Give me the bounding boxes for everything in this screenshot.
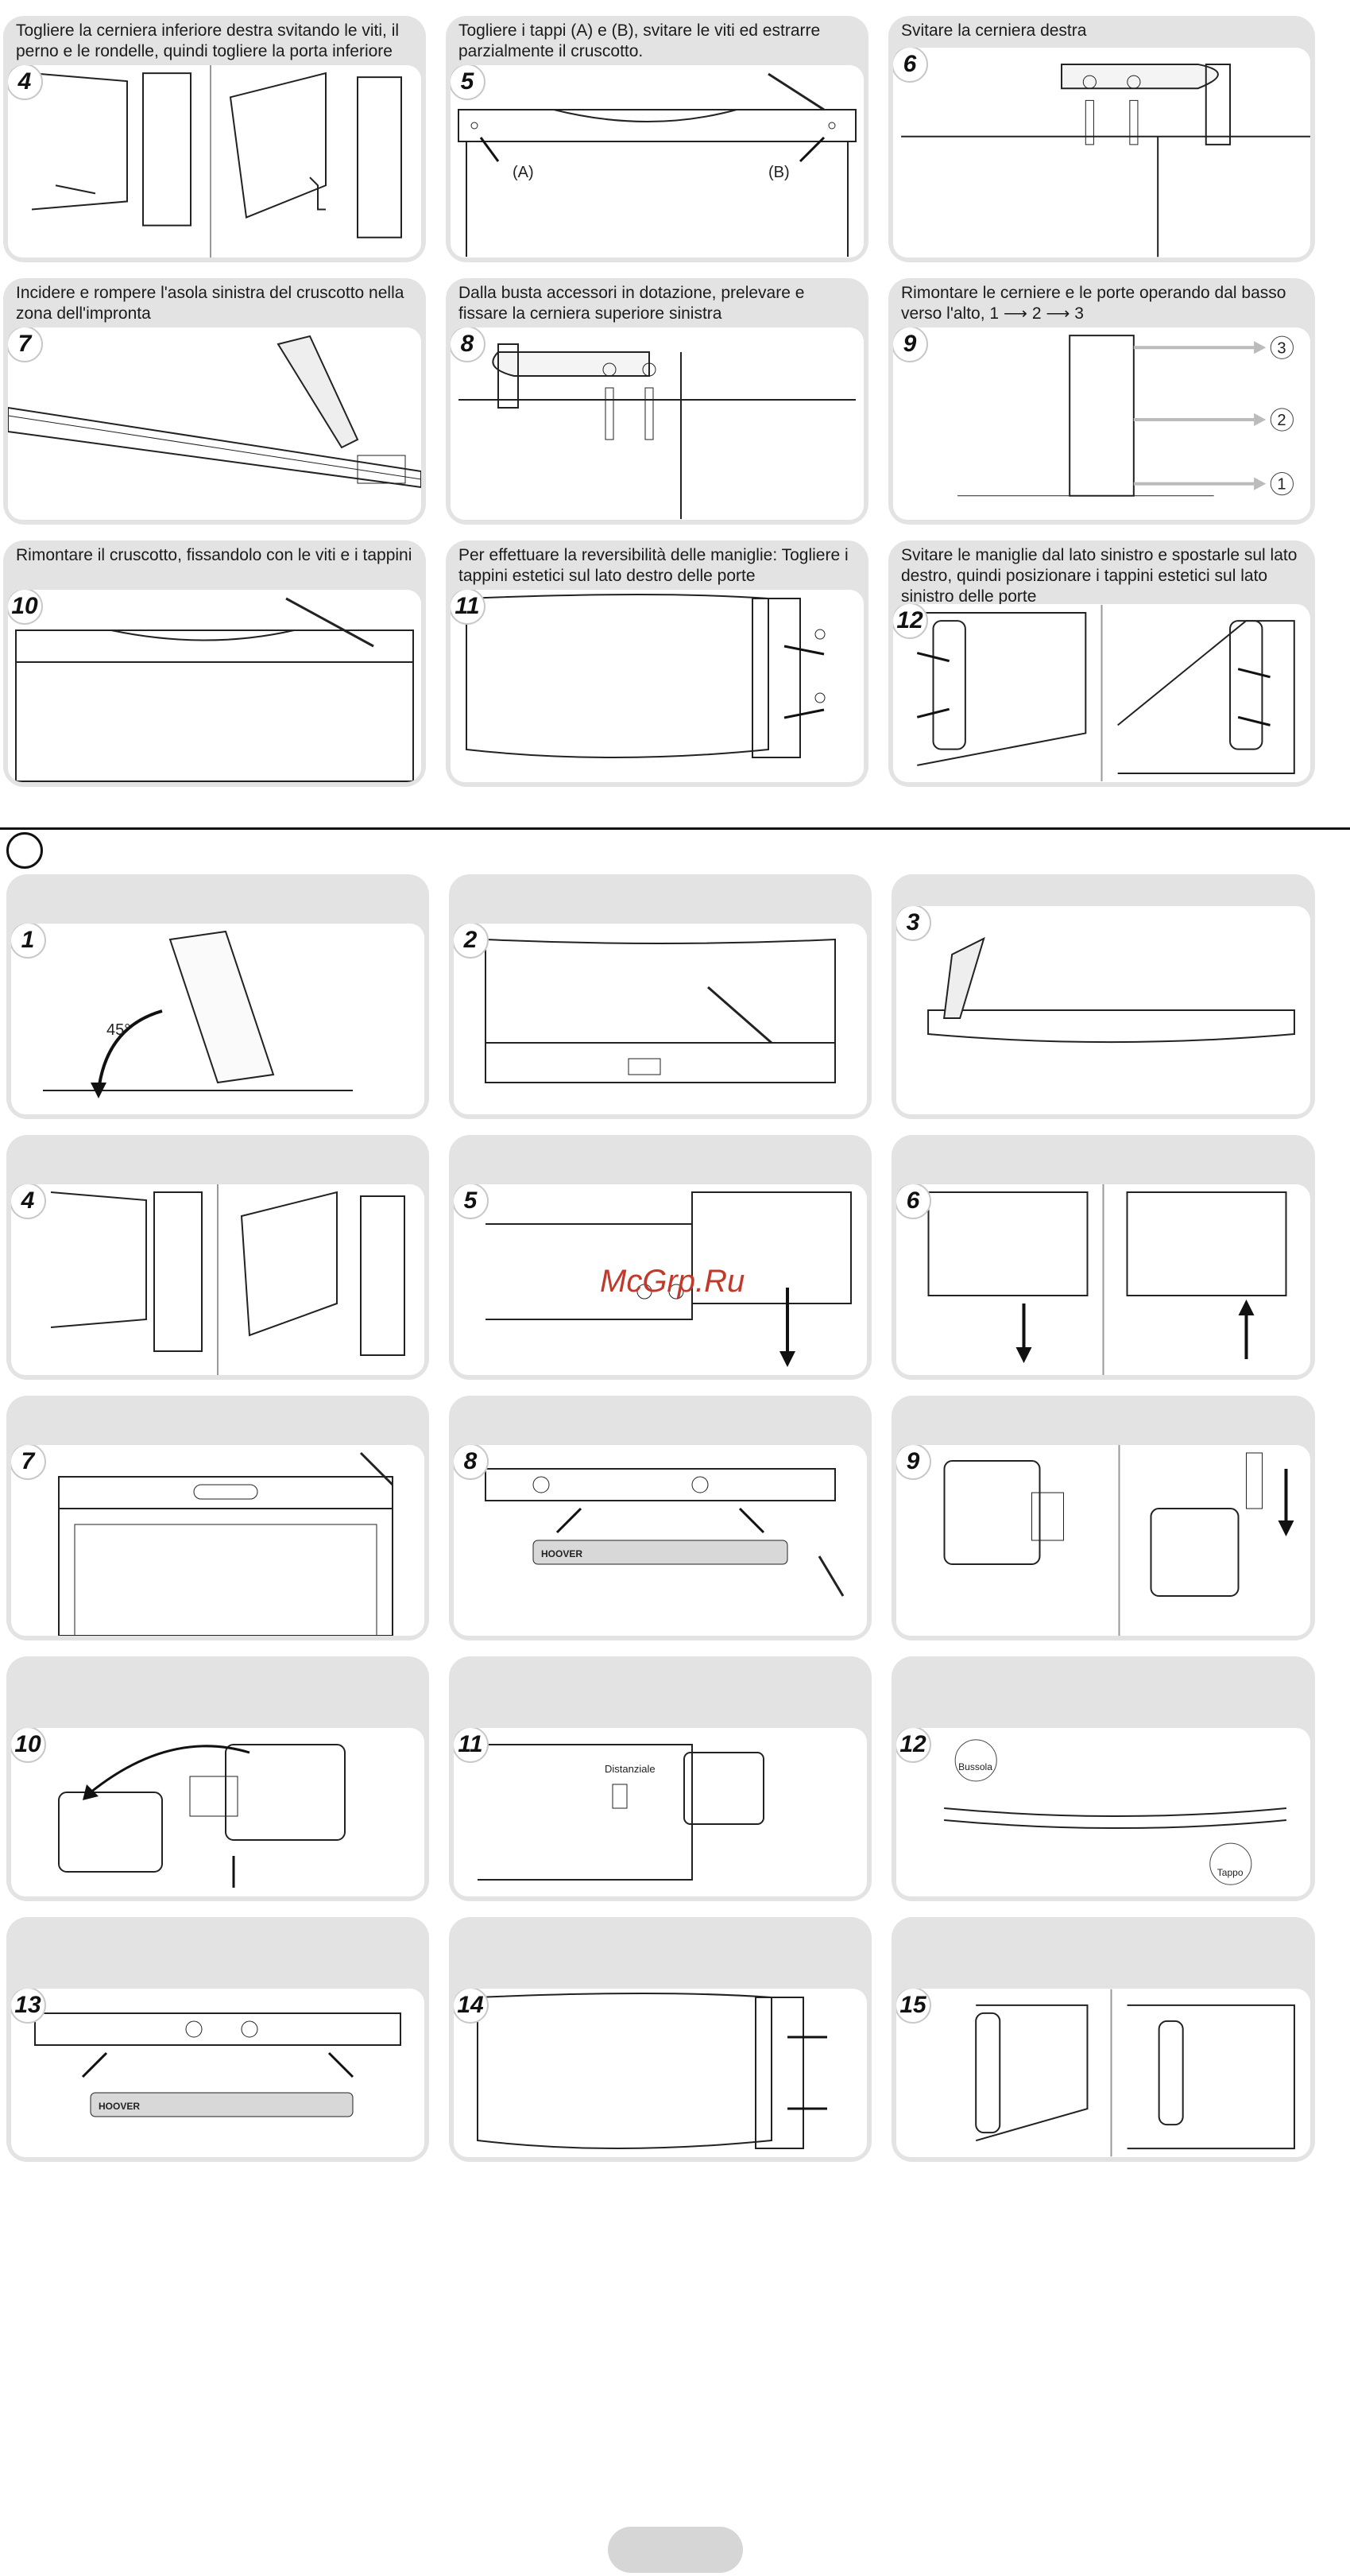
page-number-tab bbox=[608, 2527, 743, 2573]
step-caption: Togliere la cerniera inferiore destra sv… bbox=[16, 21, 400, 60]
illustration-remove-hinge bbox=[454, 1184, 867, 1367]
illustration-door-caps bbox=[454, 1989, 867, 2157]
step-panel-12: Svitare le maniglie dal lato sinistro e … bbox=[888, 540, 1315, 787]
bushing-label: Bussola bbox=[958, 1761, 992, 1772]
order-label-3: 3 bbox=[1277, 339, 1286, 357]
step-number: 7 bbox=[8, 327, 43, 362]
step-panel-b15: 15 bbox=[892, 1917, 1315, 2162]
illustration-hinge-pin bbox=[896, 1445, 1294, 1636]
watermark: McGrp.Ru bbox=[600, 1264, 745, 1299]
step-number: 8 bbox=[451, 327, 485, 362]
step-panel-9: Rimontare le cerniere e le porte operand… bbox=[888, 278, 1315, 525]
step-panel-10: Rimontare il cruscotto, fissandolo con l… bbox=[3, 540, 426, 787]
cap-label: Tappo bbox=[1217, 1867, 1244, 1878]
step-panel-b9: 9 bbox=[892, 1396, 1315, 1641]
label-a: (A) bbox=[513, 164, 534, 181]
step-number: 11 bbox=[454, 1728, 489, 1763]
step-panel-b3: 3 bbox=[892, 874, 1315, 1119]
step-caption: Rimontare il cruscotto, fissandolo con l… bbox=[16, 546, 412, 564]
step-number: 12 bbox=[893, 604, 928, 639]
brand-label: HOOVER bbox=[541, 1548, 582, 1559]
step-number: 6 bbox=[896, 1184, 931, 1219]
step-number: 3 bbox=[896, 906, 931, 941]
illustration-refit-control-panel bbox=[8, 590, 421, 782]
step-panel-8: Dalla busta accessori in dotazione, prel… bbox=[446, 278, 868, 525]
illustration-cut-slot bbox=[8, 327, 421, 520]
illustration-cut-base-slot bbox=[896, 906, 1310, 1114]
illustration-unscrew-right-hinge bbox=[893, 48, 1310, 258]
step-panel-b11: 11 Distanziale bbox=[449, 1656, 872, 1901]
step-panel-6: Svitare la cerniera destra 6 bbox=[888, 16, 1315, 262]
step-caption: Togliere i tappi (A) e (B), svitare le v… bbox=[458, 21, 821, 60]
step-caption: Svitare le maniglie dal lato sinistro e … bbox=[901, 546, 1298, 606]
step-number: 11 bbox=[451, 590, 485, 625]
step-number: 7 bbox=[11, 1445, 46, 1480]
illustration-remove-caps bbox=[451, 65, 864, 257]
step-caption: Rimontare le cerniere e le porte operand… bbox=[901, 284, 1286, 323]
step-panel-b1: 1 45° bbox=[6, 874, 429, 1119]
step-panel-b7: 7 bbox=[6, 1396, 429, 1641]
step-number: 14 bbox=[454, 1989, 489, 2024]
illustration-swap-bottom-hinge bbox=[896, 1184, 1310, 1375]
step-panel-b13: 13 HOOVER bbox=[6, 1917, 429, 2162]
label-b: (B) bbox=[768, 164, 790, 181]
callout-labels: (A) (B) bbox=[513, 164, 790, 181]
illustration-move-handle bbox=[896, 1989, 1310, 2157]
step-number: 9 bbox=[896, 1445, 931, 1480]
step-caption: Incidere e rompere l'asola sinistra del … bbox=[16, 284, 404, 323]
step-panel-b12: 12 Bussola Tappo bbox=[892, 1656, 1315, 1901]
step-number: 4 bbox=[11, 1184, 46, 1219]
step-number: 5 bbox=[454, 1184, 489, 1219]
step-panel-b10: 10 bbox=[6, 1656, 429, 1901]
illustration-remove-handle-caps bbox=[451, 590, 864, 782]
step-panel-b5: 5 bbox=[449, 1135, 872, 1380]
step-panel-5: Togliere i tappi (A) e (B), svitare le v… bbox=[446, 16, 868, 262]
step-caption: Per effettuare la reversibilità delle ma… bbox=[458, 546, 849, 585]
step-panel-11: Per effettuare la reversibilità delle ma… bbox=[446, 540, 868, 787]
illustration-bushing-and-cap: Bussola Tappo bbox=[896, 1728, 1310, 1896]
illustration-lift-control-panel bbox=[11, 1445, 424, 1636]
illustration-remove-door bbox=[11, 1184, 424, 1375]
illustration-fix-upper-left-hinge bbox=[451, 327, 864, 520]
illustration-move-handles bbox=[893, 604, 1310, 782]
step-number: 12 bbox=[896, 1728, 931, 1763]
angle-label: 45° bbox=[106, 1021, 130, 1039]
illustration-tilt-fridge: 45° bbox=[11, 924, 424, 1098]
step-caption: Dalla busta accessori in dotazione, prel… bbox=[458, 284, 805, 323]
illustration-move-hinge-left bbox=[11, 1728, 424, 1896]
step-number: 9 bbox=[893, 327, 928, 362]
step-number: 13 bbox=[11, 1989, 46, 2024]
illustration-reassemble-order: 3 2 1 bbox=[893, 327, 1310, 520]
step-number: 6 bbox=[893, 48, 928, 83]
step-panel-7: Incidere e rompere l'asola sinistra del … bbox=[3, 278, 426, 525]
step-panel-b14: 14 bbox=[449, 1917, 872, 2162]
order-label-1: 1 bbox=[1277, 476, 1286, 494]
step-number: 2 bbox=[454, 924, 489, 959]
illustration-control-panel-screws: HOOVER bbox=[454, 1445, 867, 1636]
step-panel-b8: 8 HOOVER bbox=[449, 1396, 872, 1641]
step-number: 4 bbox=[8, 65, 43, 100]
step-panel-4: Togliere la cerniera inferiore destra sv… bbox=[3, 16, 426, 262]
order-label-2: 2 bbox=[1277, 412, 1286, 429]
step-number: 5 bbox=[451, 65, 485, 100]
step-panel-b4: 4 bbox=[6, 1135, 429, 1380]
step-number: 1 bbox=[11, 924, 46, 959]
illustration-remove-lower-door bbox=[8, 65, 421, 258]
section-marker-icon bbox=[6, 832, 43, 869]
illustration-spacer-hinge: Distanziale bbox=[454, 1728, 867, 1896]
step-number: 8 bbox=[454, 1445, 489, 1480]
step-panel-b2: 2 bbox=[449, 874, 872, 1119]
spacer-label: Distanziale bbox=[605, 1763, 656, 1775]
step-number: 15 bbox=[896, 1989, 931, 2024]
brand-label: HOOVER bbox=[99, 2101, 140, 2112]
illustration-control-panel-refit: HOOVER bbox=[11, 1989, 424, 2157]
step-panel-b6: 6 bbox=[892, 1135, 1315, 1380]
step-number: 10 bbox=[11, 1728, 46, 1763]
step-caption: Svitare la cerniera destra bbox=[901, 21, 1087, 40]
section-divider bbox=[0, 827, 1350, 830]
illustration-remove-base bbox=[454, 924, 867, 1114]
step-number: 10 bbox=[8, 590, 43, 625]
